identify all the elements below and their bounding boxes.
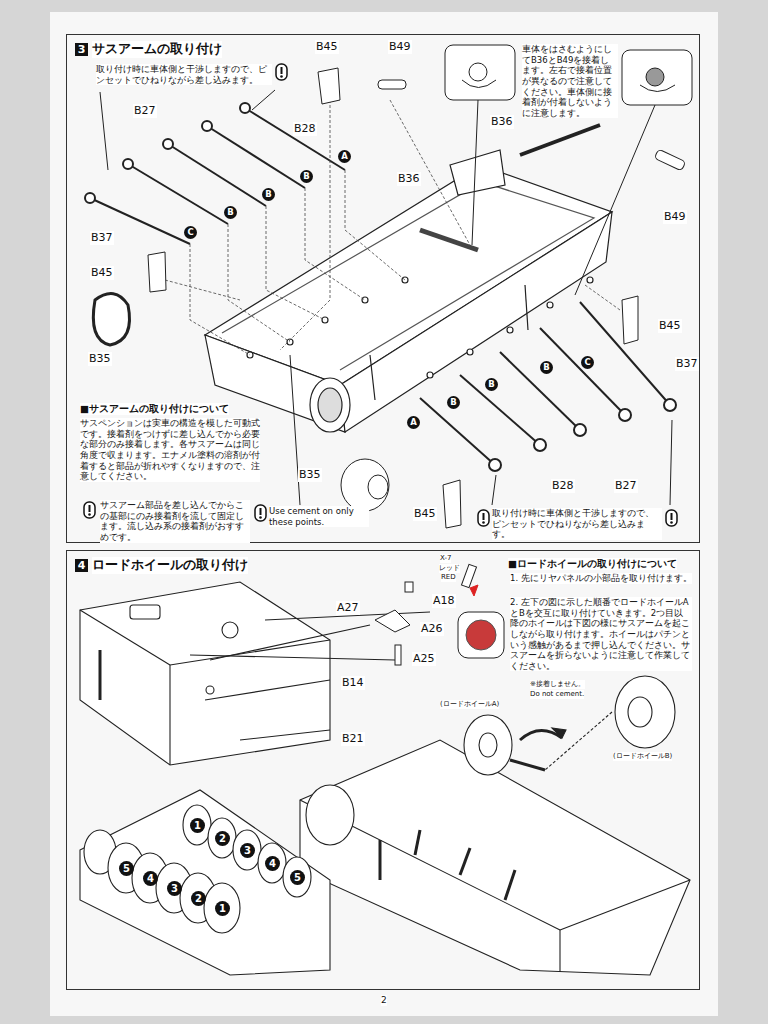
callout-number: 5: [119, 861, 134, 876]
part-number: B35: [88, 352, 112, 366]
circled-letter: C: [184, 226, 197, 239]
page-number: 2: [381, 995, 387, 1006]
circled-letter: A: [338, 150, 351, 163]
note-text: サスペンションは実車の構造を模した可動式です。接着剤をつけずに差し込んでから必要…: [80, 418, 260, 482]
callout-number: 4: [265, 856, 280, 871]
circled-letter: A: [407, 416, 420, 429]
note-text: 車体をはさむようにしてB36とB49を接着します。左右で接着位置が異なるので注意…: [522, 44, 618, 118]
small-text: X-7: [440, 554, 451, 563]
callout-number: 1: [215, 901, 230, 916]
part-number: B21: [341, 732, 365, 746]
callout-number: 1: [190, 818, 205, 833]
circled-letter: B: [540, 361, 553, 374]
small-text: ※接着しません。: [530, 680, 585, 689]
part-number: B14: [341, 676, 365, 690]
step-heading: 3 サスアームの取り付け: [75, 41, 222, 58]
part-number: B45: [658, 319, 682, 333]
callout-number: 2: [191, 891, 206, 906]
part-number: B45: [315, 40, 339, 54]
callout-bubbles: [445, 45, 692, 295]
small-text: Do not cement.: [530, 690, 584, 699]
part-number: A26: [420, 622, 444, 636]
part-number: B45: [413, 507, 437, 521]
part-number: B28: [551, 479, 575, 493]
step-title: ロードホイールの取り付け: [92, 557, 248, 574]
part-number: B49: [663, 210, 687, 224]
note-text: 2. 左下の図に示した順番でロードホイールAとBを交互に取り付けていきます。2つ…: [510, 597, 692, 671]
small-text: RED: [441, 573, 456, 582]
circled-letter: B: [300, 170, 313, 183]
part-number: B28: [293, 122, 317, 136]
hull-wheels-step4: [80, 790, 330, 975]
part-number: B37: [675, 357, 699, 371]
step-number: 3: [75, 43, 88, 56]
note-text: 1. 先にリヤパネルの小部品を取り付けます。: [510, 573, 692, 584]
section-heading: ■ロードホイールの取り付けについて: [508, 558, 677, 570]
circled-letter: B: [447, 396, 460, 409]
small-parts-step4: [375, 564, 504, 665]
hull-step3: [205, 150, 612, 432]
part-number: A27: [336, 601, 360, 615]
part-number: B36: [397, 172, 421, 186]
step-title: サスアームの取り付け: [92, 41, 222, 58]
part-number: B35: [298, 468, 322, 482]
callout-number: 2: [215, 831, 230, 846]
note-text: Use cement on only these points.: [269, 506, 369, 527]
part-number: B45: [90, 266, 114, 280]
circled-letter: C: [581, 356, 594, 369]
part-number: B27: [614, 479, 638, 493]
part-number: B49: [388, 40, 412, 54]
note-text: 取り付け時に車体側と干渉しますので、ピンセットでひねりながら差し込みます。: [96, 64, 272, 85]
section-heading: ■サスアームの取り付けについて: [80, 403, 229, 415]
circled-letter: B: [262, 188, 275, 201]
note-text: サスアーム部品を差し込んでからこの基部にのみ接着剤を流して固定します。流し込み系…: [100, 500, 250, 543]
hull-rear-step4: [80, 582, 430, 765]
step-heading: 4 ロードホイールの取り付け: [75, 557, 248, 574]
part-number: A25: [412, 652, 436, 666]
hull-side-step4: [300, 676, 690, 975]
paper-sheet: [50, 12, 718, 1016]
circled-letter: B: [485, 378, 498, 391]
part-number: B27: [133, 104, 157, 118]
circled-letter: B: [224, 206, 237, 219]
small-text: (ロードホイールA): [440, 700, 499, 709]
leader-lines: [165, 95, 620, 355]
small-text: (ロードホイールB): [613, 752, 672, 761]
part-number: B37: [90, 231, 114, 245]
callout-number: 5: [290, 870, 305, 885]
part-number: B36: [490, 115, 514, 129]
callout-number: 3: [240, 843, 255, 858]
part-number: A18: [432, 594, 456, 608]
suspension-arms-left: [85, 103, 345, 244]
small-text: レッド: [439, 564, 460, 573]
callout-number: 3: [167, 881, 182, 896]
step-number: 4: [75, 559, 88, 572]
note-text: 取り付け時に車体側と干渉しますので、ピンセットでひねりながら差し込みます。: [492, 508, 662, 540]
callout-number: 4: [143, 871, 158, 886]
